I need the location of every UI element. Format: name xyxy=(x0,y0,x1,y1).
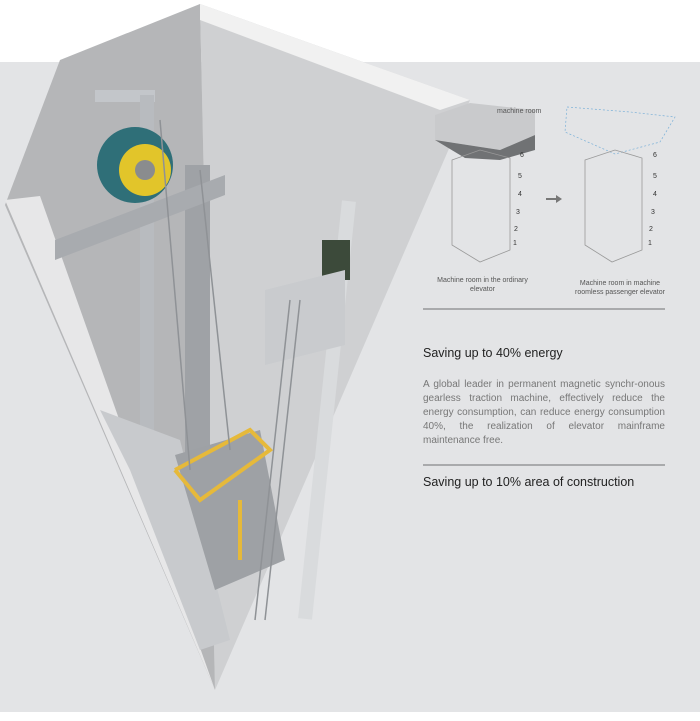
arrow-icon xyxy=(546,195,562,203)
floor-label: 2 xyxy=(514,226,518,233)
feature-title-energy: Saving up to 40% energy xyxy=(423,346,563,360)
caption-line: Machine room in machine xyxy=(579,280,661,287)
landing-door xyxy=(100,410,230,650)
floor-label: 6 xyxy=(653,152,657,159)
floor-label: 5 xyxy=(653,173,657,180)
elevator-car xyxy=(175,430,285,590)
feature-description-energy: A global leader in permanent magnetic sy… xyxy=(423,379,665,446)
caption-ordinary-elevator: Machine room in the ordinary elevator xyxy=(437,277,528,293)
floor-label: 6 xyxy=(520,152,524,159)
feature-title-area: Saving up to 10% area of construction xyxy=(423,475,635,489)
floor-label: 1 xyxy=(513,240,517,247)
floor-label: 3 xyxy=(516,209,520,216)
machine-room-box xyxy=(435,103,535,150)
floor-label: 4 xyxy=(653,191,657,198)
divider xyxy=(423,464,665,466)
divider xyxy=(423,308,665,310)
floor-label: 4 xyxy=(518,191,522,198)
floor-label: 1 xyxy=(648,240,652,247)
floor-label: 2 xyxy=(649,226,653,233)
machine-room-label: machine room xyxy=(497,108,542,115)
caption-line: roomless passenger elevator xyxy=(575,289,665,296)
car-top-guardrail xyxy=(173,427,274,503)
shaft-top-edge xyxy=(200,4,470,110)
floor-label: 3 xyxy=(651,209,655,216)
shaft-left-edge xyxy=(5,196,215,690)
floor-label: 5 xyxy=(518,173,522,180)
elevator-diagram xyxy=(435,103,676,263)
machine-beam xyxy=(55,175,225,260)
removed-machine-room-outline xyxy=(564,106,676,155)
caption-machine-roomless: Machine room in machine roomless passeng… xyxy=(570,279,670,297)
